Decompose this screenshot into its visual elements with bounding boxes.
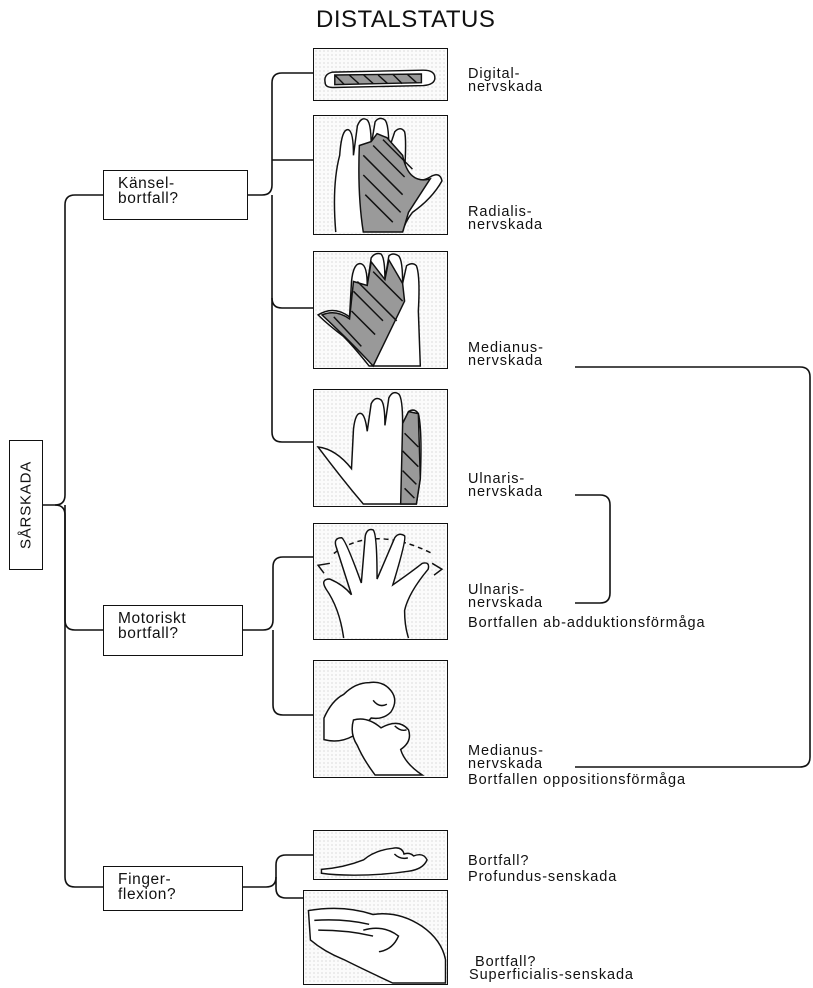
radial-nerve-label: Radialis- nervskada <box>468 206 543 232</box>
ulnar-nerve-label-2: Ulnaris- nervskada Bortfallen ab-addukti… <box>468 584 705 630</box>
motor-line-1: Motoriskt <box>118 611 242 626</box>
ulnar-nerve-label-1: Ulnaris- nervskada <box>468 473 543 499</box>
motor-loss-question: Motoriskt bortfall? <box>103 605 243 656</box>
digital-nerve-label: Digital- nervskada <box>468 68 543 94</box>
opposition-hands-icon <box>313 660 448 778</box>
superficialis-flexion-hand-icon <box>303 890 448 985</box>
median-nerve-hand-icon <box>313 251 448 369</box>
median-nerve-label-1: Medianus- nervskada <box>468 342 544 368</box>
sensory-line-2: bortfall? <box>118 191 247 206</box>
flexion-line-2: flexion? <box>118 887 242 902</box>
finger-flexion-question: Finger- flexion? <box>103 866 243 911</box>
profundus-tendon-label: Bortfall? Profundus-senskada <box>468 855 617 884</box>
flexion-line-1: Finger- <box>118 872 242 887</box>
motor-line-2: bortfall? <box>118 626 242 641</box>
root-label: SÅRSKADA <box>18 461 35 549</box>
profundus-flexion-hand-icon <box>313 830 448 880</box>
superficialis-tendon-label: Bortfall? Superficialis-senskada <box>475 956 634 982</box>
ulnar-nerve-hand-icon <box>313 389 448 507</box>
root-box: SÅRSKADA <box>9 440 43 570</box>
median-nerve-label-2: Medianus- nervskada Bortfallen oppositio… <box>468 745 686 787</box>
finger-abduction-hand-icon <box>313 523 448 640</box>
sensory-loss-question: Känsel- bortfall? <box>103 170 248 220</box>
sensory-line-1: Känsel- <box>118 176 247 191</box>
radial-nerve-hand-icon <box>313 115 448 235</box>
digital-nerve-hand-icon <box>313 48 448 101</box>
